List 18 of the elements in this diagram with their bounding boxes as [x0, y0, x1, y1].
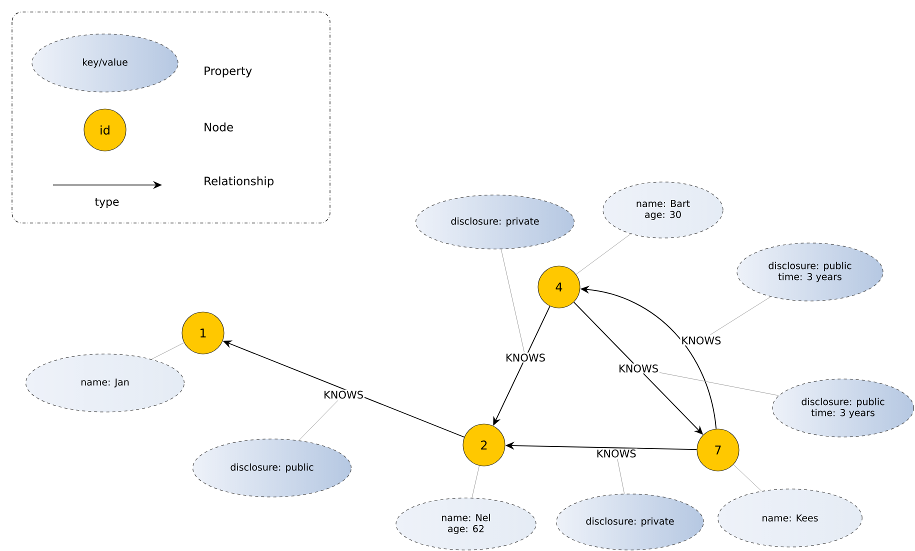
- edge-label: KNOWS: [504, 352, 546, 363]
- edge-label: KNOWS: [680, 336, 722, 346]
- legend-text: Property: [204, 66, 252, 78]
- legend-text: Node: [204, 122, 233, 132]
- leader-line: [500, 248, 524, 352]
- legend-text: Relationship: [204, 176, 274, 188]
- leader-line: [576, 234, 631, 275]
- leader-line: [710, 296, 771, 336]
- leader-line: [617, 458, 625, 494]
- edge-label: KNOWS: [595, 448, 638, 458]
- leader-line: [298, 400, 338, 441]
- leader-line: [658, 372, 779, 396]
- edge-label: KNOWS: [617, 364, 660, 374]
- leader-line: [151, 342, 184, 360]
- leader-line: [472, 466, 480, 498]
- edge-label: KNOWS: [322, 390, 365, 400]
- legend-arrow-label: type: [95, 198, 119, 208]
- leader-line: [733, 464, 762, 492]
